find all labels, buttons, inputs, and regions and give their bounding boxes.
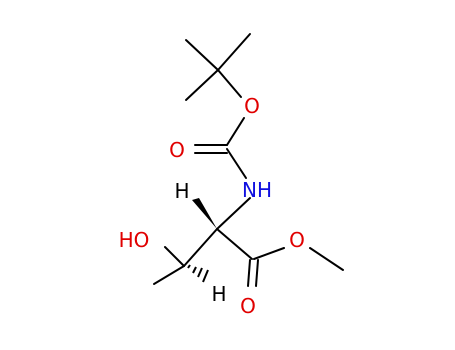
bond-tbu-c-o <box>217 69 242 98</box>
bond-tbu-methyl-2 <box>217 33 251 71</box>
hashed-wedge-beta-h <box>187 264 209 283</box>
bond-o-carbonyl-c <box>226 117 245 146</box>
bond-tbu-methyl-3 <box>185 69 219 101</box>
atom-o-ester-single: O <box>289 228 305 252</box>
atom-o-ester-carbonyl: O <box>240 294 256 318</box>
bond-ester-c-o-double-b <box>255 259 259 287</box>
bond-beta-oh <box>164 246 185 267</box>
atom-h-alpha: H <box>174 179 189 203</box>
atom-h-beta: H <box>211 282 226 306</box>
bond-alpha-ester-c <box>216 228 253 260</box>
atom-n-amide: NH <box>242 178 272 202</box>
bond-o-methyl <box>309 247 344 271</box>
bond-tbu-methyl-1 <box>185 39 219 71</box>
atom-o-ether-boc: O <box>244 94 260 118</box>
atom-oh-hydroxyl: HO <box>119 228 150 252</box>
bond-n-alpha-c <box>216 197 251 230</box>
atom-o-carbonyl-boc: O <box>169 138 185 162</box>
bond-beta-methyl <box>153 265 185 285</box>
bond-carbonyl-c-n <box>226 148 247 179</box>
bond-ester-c-o-single <box>253 247 285 260</box>
bond-ester-c-o-double-a <box>247 259 251 287</box>
wedge-alpha-h <box>192 198 217 229</box>
bond-alpha-beta <box>183 228 218 267</box>
